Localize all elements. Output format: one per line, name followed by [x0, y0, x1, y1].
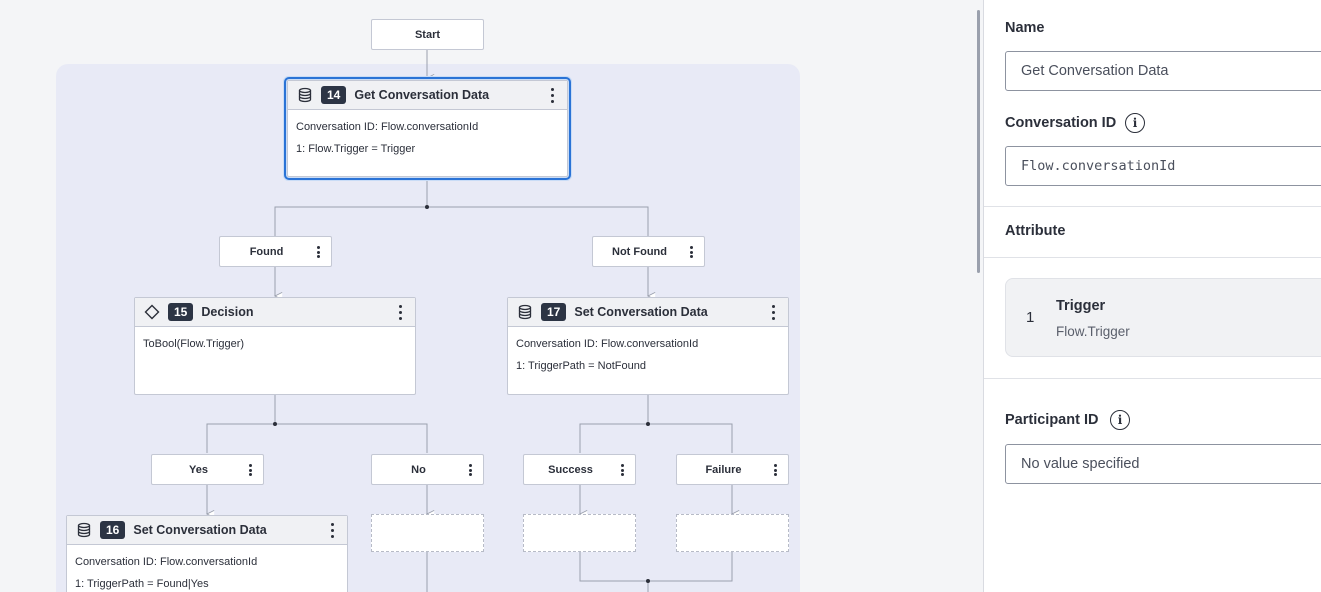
branch-found[interactable]: Found: [219, 236, 332, 267]
participant-id-label: Participant ID: [1005, 412, 1099, 428]
node-number-badge: 15: [168, 303, 194, 321]
kebab-icon[interactable]: [315, 244, 321, 260]
kebab-icon[interactable]: [397, 305, 403, 320]
database-icon: [298, 87, 312, 103]
node-detail-line: Conversation ID: Flow.conversationId: [516, 338, 699, 350]
name-input[interactable]: Get Conversation Data: [1005, 51, 1321, 91]
kebab-icon[interactable]: [688, 244, 694, 260]
section-divider: [984, 378, 1321, 379]
panel-resize-handle[interactable]: [977, 10, 980, 273]
flow-connectors: [0, 49, 975, 592]
branch-label: Not Found: [612, 245, 667, 258]
attribute-value: Flow.Trigger: [1056, 324, 1130, 339]
diamond-icon: [144, 304, 160, 320]
node-detail-line: 1: TriggerPath = NotFound: [516, 360, 646, 372]
start-label: Start: [414, 28, 441, 41]
kebab-icon[interactable]: [549, 88, 555, 103]
node-body: Conversation ID: Flow.conversationId 1: …: [508, 327, 788, 383]
start-node[interactable]: Start: [371, 19, 484, 50]
branch-no[interactable]: No: [371, 454, 484, 485]
properties-panel: Name Get Conversation Data Conversation …: [983, 0, 1321, 592]
node-set-conversation-data-17[interactable]: 17 Set Conversation Data Conversation ID…: [507, 297, 789, 395]
node-number-badge: 16: [100, 521, 126, 539]
kebab-icon[interactable]: [619, 462, 625, 478]
node-body: Conversation ID: Flow.conversationId 1: …: [67, 545, 347, 592]
section-divider: [984, 257, 1321, 258]
name-label: Name: [1005, 20, 1045, 36]
database-icon: [77, 522, 91, 538]
node-header: 17 Set Conversation Data: [508, 298, 788, 327]
attribute-item[interactable]: 1 Trigger Flow.Trigger: [1005, 278, 1321, 357]
node-detail-line: 1: Flow.Trigger = Trigger: [296, 143, 416, 155]
branch-yes[interactable]: Yes: [151, 454, 264, 485]
node-title: Decision: [201, 305, 254, 319]
branch-label: No: [411, 463, 426, 476]
empty-slot-no[interactable]: [371, 514, 484, 552]
kebab-icon[interactable]: [467, 462, 473, 478]
kebab-icon[interactable]: [770, 305, 776, 320]
branch-not-found[interactable]: Not Found: [592, 236, 705, 267]
branch-label: Found: [249, 245, 284, 258]
section-divider: [984, 206, 1321, 207]
node-body: ToBool(Flow.Trigger): [135, 327, 415, 361]
info-icon[interactable]: i: [1125, 113, 1145, 133]
node-header: 16 Set Conversation Data: [67, 516, 347, 545]
node-title: Get Conversation Data: [354, 88, 490, 102]
node-number-badge: 14: [321, 86, 347, 104]
branch-label: Failure: [705, 463, 742, 476]
database-icon: [518, 304, 532, 320]
conversation-id-label: Conversation ID: [1005, 115, 1117, 131]
node-detail-line: Conversation ID: Flow.conversationId: [75, 556, 258, 568]
branch-failure[interactable]: Failure: [676, 454, 789, 485]
node-body: Conversation ID: Flow.conversationId 1: …: [288, 110, 567, 166]
node-decision[interactable]: 15 Decision ToBool(Flow.Trigger): [134, 297, 416, 395]
empty-slot-failure[interactable]: [676, 514, 789, 552]
attribute-label: Attribute: [1005, 223, 1066, 239]
node-header: 14 Get Conversation Data: [288, 81, 567, 110]
node-detail-line: 1: TriggerPath = Found|Yes: [75, 578, 209, 590]
node-detail-line: Conversation ID: Flow.conversationId: [296, 121, 479, 133]
kebab-icon[interactable]: [247, 462, 253, 478]
conversation-id-input[interactable]: Flow.conversationId: [1005, 146, 1321, 186]
attribute-name: Trigger: [1056, 298, 1106, 314]
node-title: Set Conversation Data: [574, 305, 708, 319]
empty-slot-success[interactable]: [523, 514, 636, 552]
participant-id-input[interactable]: No value specified: [1005, 444, 1321, 484]
node-number-badge: 17: [541, 303, 567, 321]
info-icon[interactable]: i: [1110, 410, 1130, 430]
kebab-icon[interactable]: [329, 523, 335, 538]
kebab-icon[interactable]: [772, 462, 778, 478]
node-get-conversation-data[interactable]: 14 Get Conversation Data Conversation ID…: [284, 77, 571, 180]
flow-canvas[interactable]: Start 14 Get Conversation Data Conversat…: [0, 0, 975, 592]
branch-success[interactable]: Success: [523, 454, 636, 485]
node-title: Set Conversation Data: [133, 523, 267, 537]
node-set-conversation-data-16[interactable]: 16 Set Conversation Data Conversation ID…: [66, 515, 348, 592]
branch-label: Success: [548, 463, 593, 476]
branch-label: Yes: [189, 463, 208, 476]
attribute-index: 1: [1026, 309, 1035, 326]
node-header: 15 Decision: [135, 298, 415, 327]
node-detail-line: ToBool(Flow.Trigger): [143, 338, 245, 350]
